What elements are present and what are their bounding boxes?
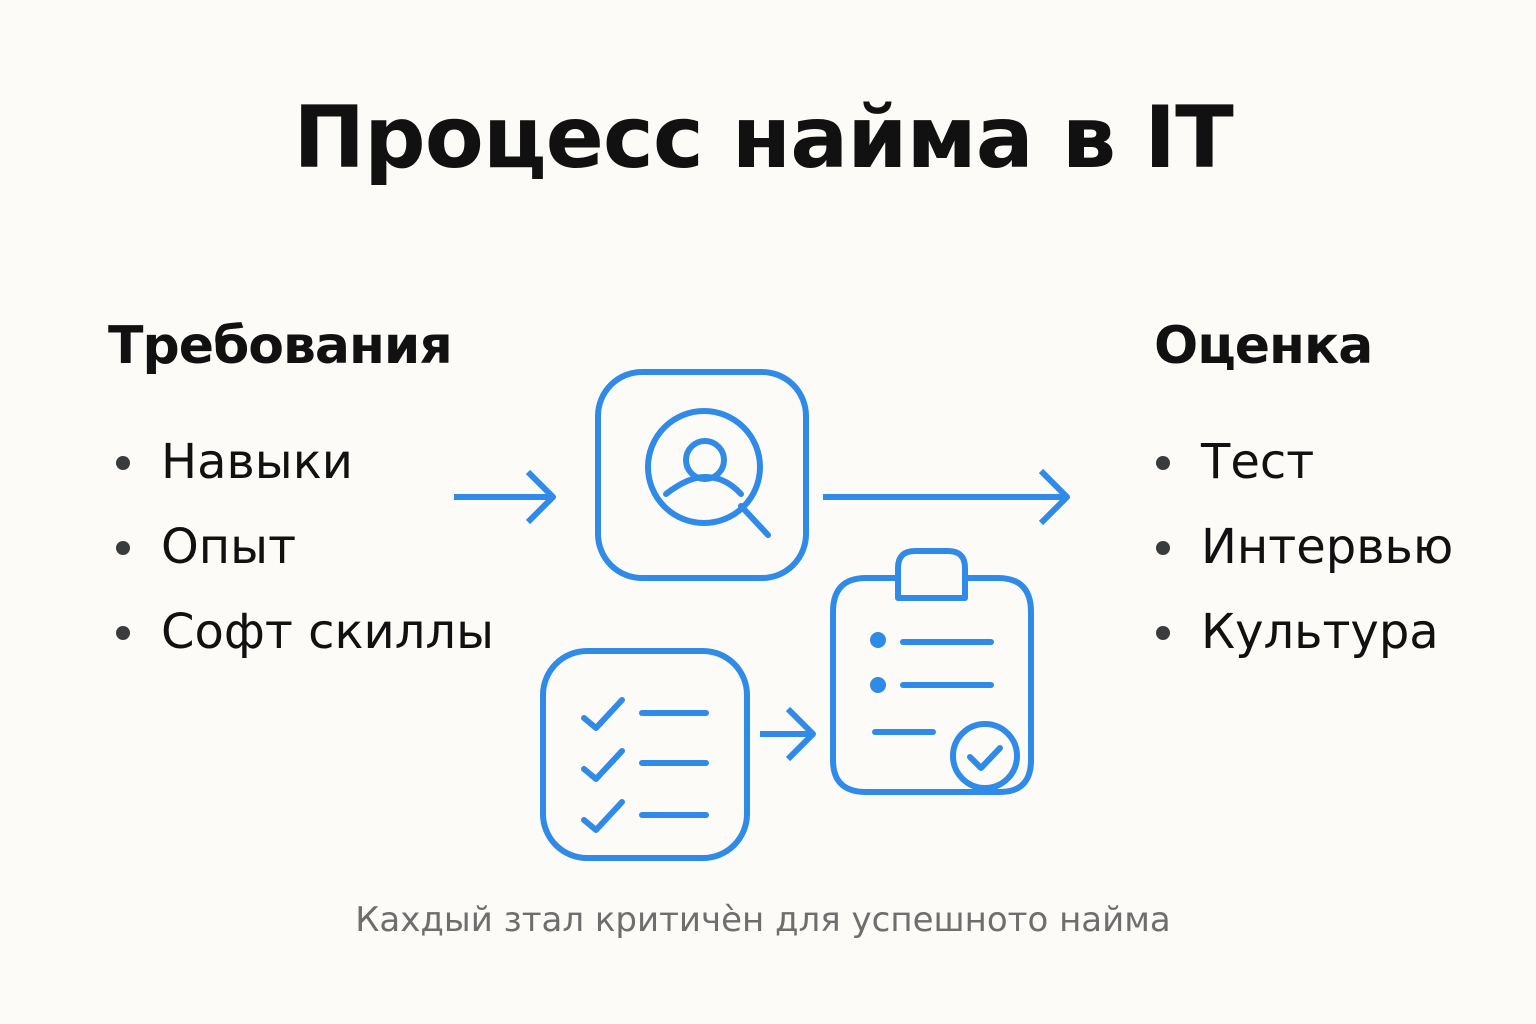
list-item-label: Культура bbox=[1201, 604, 1439, 660]
bullet-icon bbox=[116, 456, 130, 470]
caption: Кахдый зтал критичѐн для успешното найма bbox=[355, 900, 1171, 940]
checklist-icon bbox=[540, 648, 750, 861]
user-search-icon bbox=[595, 369, 809, 581]
list-item: Софт скиллы bbox=[116, 602, 494, 687]
list-item: Культура bbox=[1156, 602, 1453, 687]
requirements-heading: Требования bbox=[108, 316, 453, 376]
list-item: Опыт bbox=[116, 517, 494, 602]
list-item: Тест bbox=[1156, 432, 1453, 517]
requirements-list: Навыки Опыт Софт скиллы bbox=[116, 432, 494, 687]
list-item-label: Интервью bbox=[1201, 519, 1454, 575]
evaluation-list: Тест Интервью Культура bbox=[1156, 432, 1453, 687]
arrow-right-icon bbox=[760, 706, 816, 762]
clipboard-check-icon bbox=[830, 548, 1034, 795]
page-title: Процесс найма в IT bbox=[293, 88, 1234, 188]
arrow-right-icon bbox=[454, 469, 556, 525]
list-item-label: Опыт bbox=[161, 519, 297, 575]
bullet-icon bbox=[116, 626, 130, 640]
evaluation-heading: Оценка bbox=[1154, 316, 1373, 376]
bullet-icon bbox=[1156, 626, 1170, 640]
bullet-icon bbox=[1156, 541, 1170, 555]
list-item-label: Навыки bbox=[161, 434, 353, 490]
bullet-icon bbox=[116, 541, 130, 555]
list-item: Навыки bbox=[116, 432, 494, 517]
arrow-right-icon bbox=[823, 468, 1070, 526]
list-item: Интервью bbox=[1156, 517, 1453, 602]
bullet-icon bbox=[1156, 456, 1170, 470]
list-item-label: Софт скиллы bbox=[161, 604, 494, 660]
list-item-label: Тест bbox=[1201, 434, 1315, 490]
